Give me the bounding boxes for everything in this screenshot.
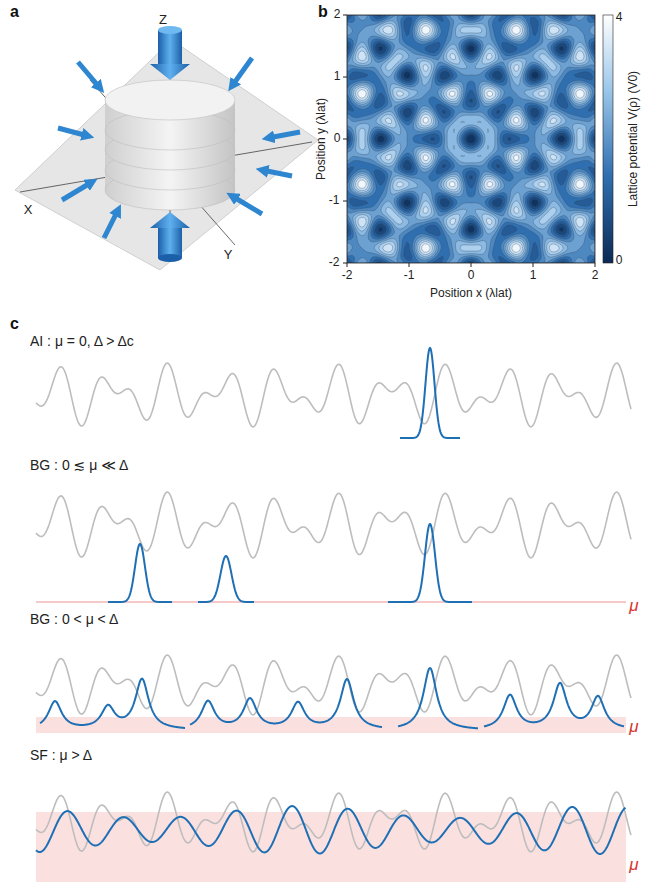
lattice-setup — [15, 26, 318, 270]
beam-arrow — [268, 132, 300, 138]
label: -1 — [404, 269, 415, 282]
beam-cone — [150, 212, 190, 228]
beam-cylinder — [158, 30, 182, 64]
panel-letter: c — [10, 315, 19, 333]
label: BG : 0 ≲ μ ≪ Δ — [30, 458, 128, 473]
lattice-potential-curve — [36, 655, 631, 715]
tick — [595, 263, 596, 267]
contour-band — [347, 15, 595, 263]
panel-letter: b — [318, 3, 328, 21]
wavefunction — [108, 544, 172, 602]
label: 0 — [616, 254, 623, 267]
contour-band — [347, 15, 595, 263]
tick — [343, 263, 347, 264]
label: μ — [629, 856, 638, 875]
label: 2 — [592, 269, 599, 282]
wavefunction — [40, 679, 185, 728]
disc — [105, 80, 235, 120]
wavefunction — [190, 679, 382, 727]
beam-arrow — [78, 62, 100, 88]
plane — [15, 40, 318, 270]
label: Lattice potential V(ρ) (V0) — [627, 71, 640, 207]
label: AI : μ = 0, Δ > Δc — [30, 334, 134, 349]
tick — [343, 139, 347, 140]
label: -2 — [342, 269, 353, 282]
wavefunction — [484, 683, 624, 727]
tick — [533, 263, 534, 267]
beam-arrow — [62, 182, 92, 200]
contour-band — [354, 22, 589, 257]
label: 1 — [530, 269, 537, 282]
wavefunction — [398, 668, 478, 728]
label: Z — [159, 13, 167, 27]
beam-cylinder — [158, 26, 182, 34]
plot-frame — [347, 15, 595, 263]
label: μ — [629, 718, 638, 737]
label: μ — [629, 597, 638, 616]
lattice-potential-curve — [36, 492, 631, 558]
label: 1 — [334, 70, 341, 83]
axis-line — [90, 80, 235, 245]
tick — [347, 263, 348, 267]
contour-band — [352, 20, 590, 258]
wavefunction — [36, 806, 626, 854]
wavefunction — [388, 524, 472, 602]
chemical-potential-band — [36, 812, 626, 882]
label: BG : 0 < μ < Δ — [30, 612, 118, 627]
contour-band — [347, 15, 595, 263]
label: X — [24, 203, 33, 217]
tick — [343, 77, 347, 78]
label: Y — [224, 248, 233, 262]
colorbar — [603, 15, 613, 263]
beam-arrow — [262, 170, 292, 176]
contour-band — [358, 26, 584, 252]
beam-arrow — [58, 128, 88, 136]
contour-band — [356, 24, 587, 255]
beam-arrow — [104, 210, 118, 238]
contour-band — [347, 15, 595, 263]
contour-band — [347, 15, 595, 263]
wavefunction-sketch — [36, 348, 631, 882]
tick — [409, 263, 410, 267]
label: 0 — [468, 269, 475, 282]
wavefunction — [400, 348, 460, 438]
beam-cylinder — [158, 254, 182, 262]
tick — [343, 15, 347, 16]
lattice-potential-curve — [36, 792, 631, 852]
label: SF : μ > Δ — [30, 748, 92, 763]
potential-map — [343, 15, 613, 267]
label: -2 — [329, 256, 340, 269]
lattice-potential-curve — [36, 363, 631, 427]
label: -1 — [329, 194, 340, 207]
tick — [343, 201, 347, 202]
beam-cylinder — [158, 228, 182, 258]
beam-cone — [150, 64, 190, 80]
label: 0 — [334, 132, 341, 145]
panel-letter: a — [10, 3, 19, 21]
label: Position y (λlat) — [315, 98, 328, 180]
wavefunction — [198, 556, 254, 602]
tick — [471, 263, 472, 267]
label: 2 — [334, 8, 341, 21]
label: 4 — [616, 11, 623, 24]
label: Position x (λlat) — [430, 287, 512, 300]
contour-band — [347, 15, 595, 263]
beam-arrow — [232, 58, 252, 86]
beam-arrow — [232, 196, 262, 214]
